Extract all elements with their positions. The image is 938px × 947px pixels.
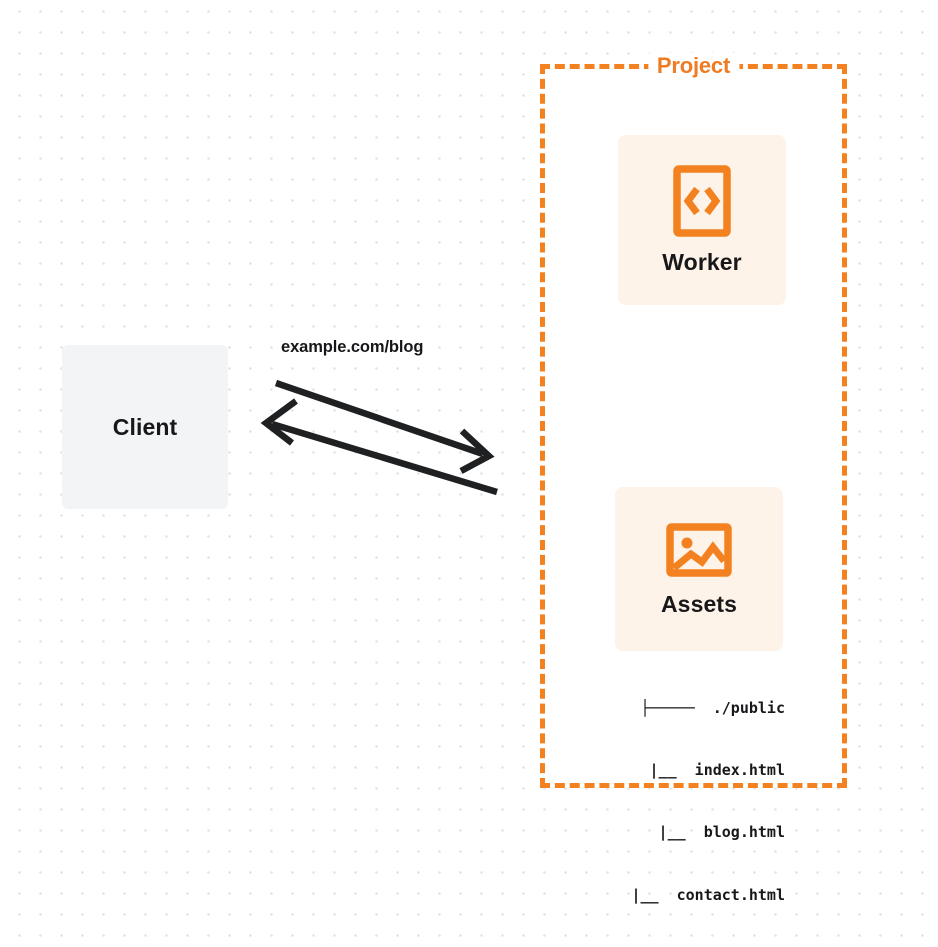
worker-service-label: Worker	[662, 248, 742, 275]
image-picture-icon	[666, 522, 732, 577]
asset-file-tree: ├───── ./public |__ index.html |__ blog.…	[545, 656, 842, 947]
file-tree-row: |__ contact.html	[631, 885, 785, 904]
response-arrow	[260, 398, 498, 496]
code-document-icon	[673, 164, 731, 237]
client-label: Client	[112, 413, 178, 440]
project-title: Project	[647, 53, 740, 79]
file-tree-row: ├───── ./public	[631, 698, 785, 717]
project-container[interactable]: Project Worker Assets ├───── ./public |_…	[540, 53, 847, 904]
assets-service-label: Assets	[660, 590, 738, 617]
client-node[interactable]: Client	[62, 345, 228, 509]
file-tree-row: |__ blog.html	[631, 823, 785, 842]
diagram-canvas: Client example.com/blog Project Worker	[62, 53, 847, 904]
request-url-label: example.com/blog	[281, 338, 424, 356]
worker-service-card[interactable]: Worker	[618, 135, 786, 305]
request-arrow	[274, 379, 495, 474]
file-tree-row: |__ index.html	[631, 760, 785, 779]
assets-service-card[interactable]: Assets	[615, 487, 783, 651]
